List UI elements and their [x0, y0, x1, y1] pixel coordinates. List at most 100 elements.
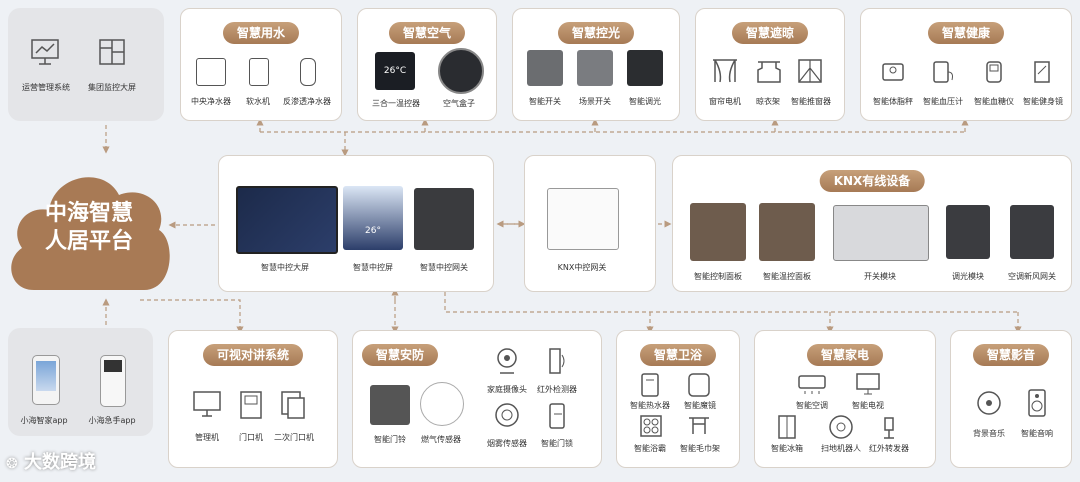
- door-unit-icon: [239, 390, 263, 424]
- smart-switch-icon: [527, 50, 563, 86]
- health-title: 智慧健康: [927, 22, 1005, 44]
- monitor-chart-icon: [30, 38, 60, 65]
- appliance-item-2: 智能冰箱: [771, 444, 803, 453]
- security-item-3: 红外检测器: [537, 385, 577, 394]
- app-label-1: 小海急手app: [88, 416, 136, 425]
- center-item-1: 智慧中控屏: [353, 263, 393, 272]
- secondary-door-unit-icon: [280, 390, 306, 424]
- security-item-1: 燃气传感器: [421, 435, 461, 444]
- dimming-module-icon: [946, 205, 990, 259]
- hvac-gateway-icon: [1010, 205, 1054, 259]
- knx-item-3: 调光模块: [952, 272, 984, 281]
- control-large-screen-icon: [236, 186, 338, 254]
- fitness-mirror-icon: [1032, 60, 1052, 88]
- appliance-item-1: 智能电视: [852, 401, 884, 410]
- security-item-0: 智能门铃: [374, 435, 406, 444]
- air-conditioner-icon: [797, 374, 827, 398]
- air-item-1: 空气盒子: [443, 99, 475, 108]
- center-item-0: 智慧中控大屏: [261, 263, 309, 272]
- intercom-item-2: 二次门口机: [274, 433, 314, 442]
- knx-item-4: 空调新风网关: [1008, 272, 1056, 281]
- platform-title: 中海智慧人居平台: [44, 201, 133, 254]
- thermo-panel-icon: [759, 203, 815, 261]
- health-item-2: 智能血糖仪: [974, 97, 1014, 106]
- ops-label-1: 集团监控大屏: [88, 83, 136, 92]
- shade-item-0: 窗帘电机: [709, 97, 741, 106]
- water-item-2: 反渗透净水器: [283, 97, 331, 106]
- scene-switch-icon: [577, 50, 613, 86]
- tv-icon: [855, 372, 881, 400]
- knx-title: KNX有线设备: [819, 170, 925, 192]
- security-title: 智慧安防: [361, 344, 439, 366]
- phone-app-icon-2: [100, 355, 126, 407]
- shade-title: 智慧遮晾: [731, 22, 809, 44]
- ir-blaster-icon: [879, 414, 899, 444]
- app-label-0: 小海智家app: [20, 416, 68, 425]
- water-item-0: 中央净水器: [191, 97, 231, 106]
- glucose-meter-icon: [982, 60, 1006, 88]
- water-heater-icon: [639, 372, 661, 402]
- bath-item-1: 智能魔镜: [684, 401, 716, 410]
- switch-module-icon: [833, 205, 929, 261]
- phone-app-icon: [32, 355, 60, 405]
- blood-pressure-icon: [930, 60, 954, 88]
- control-panel-icon: [690, 203, 746, 261]
- appliance-item-3: 扫地机器人: [821, 444, 861, 453]
- water-title: 智慧用水: [222, 22, 300, 44]
- grid-screen-icon: [98, 38, 126, 66]
- intercom-item-0: 管理机: [195, 433, 219, 442]
- shade-item-1: 晾衣架: [756, 97, 780, 106]
- health-item-3: 智能健身镜: [1023, 97, 1063, 106]
- watermark: ❂ 大数跨境: [6, 452, 97, 473]
- ro-purifier-icon: [300, 58, 316, 86]
- water-purifier-icon: [196, 58, 226, 86]
- curtain-icon: [712, 58, 738, 88]
- fridge-icon: [777, 414, 797, 444]
- air-item-0: 三合一温控器: [372, 99, 420, 108]
- appliance-title: 智慧家电: [806, 344, 884, 366]
- light-item-2: 智能调光: [629, 97, 661, 106]
- security-item-5: 智能门锁: [541, 439, 573, 448]
- towel-rack-icon: [687, 414, 711, 442]
- av-title: 智慧影音: [972, 344, 1050, 366]
- speaker-icon: [1026, 388, 1048, 422]
- knx-gateway-icon: [547, 188, 619, 250]
- control-screen-icon: 26°: [343, 186, 403, 250]
- doorbell-icon: [370, 385, 410, 425]
- music-disc-icon: [976, 390, 1002, 420]
- cloud-platform: [4, 150, 176, 300]
- av-item-1: 智能音响: [1021, 429, 1053, 438]
- manager-unit-icon: [192, 390, 222, 424]
- scale-icon: [881, 60, 905, 88]
- soft-water-icon: [249, 58, 269, 86]
- infrared-detector-icon: [546, 347, 568, 379]
- window-opener-icon: [797, 58, 823, 88]
- intercom-title: 可视对讲系统: [202, 344, 304, 366]
- knx-gateway-label: KNX中控网关: [557, 263, 607, 272]
- appliance-item-0: 智能空调: [796, 401, 828, 410]
- ops-panel: [8, 8, 164, 121]
- logo-icon: ❂: [6, 456, 18, 472]
- hanger-icon: [756, 58, 782, 88]
- air-box-icon: [438, 48, 484, 94]
- health-item-0: 智能体脂秤: [873, 97, 913, 106]
- smart-mirror-icon: [687, 372, 711, 402]
- gas-sensor-icon: [420, 382, 464, 426]
- appliance-item-4: 红外转发器: [869, 444, 909, 453]
- light-item-1: 场景开关: [579, 97, 611, 106]
- smoke-sensor-icon: [494, 402, 520, 432]
- control-gateway-icon: [414, 188, 474, 250]
- shade-item-2: 智能推窗器: [791, 97, 831, 106]
- robot-vacuum-icon: [828, 414, 854, 444]
- knx-item-1: 智能温控面板: [763, 272, 811, 281]
- security-item-2: 家庭摄像头: [487, 385, 527, 394]
- bath-item-3: 智能毛巾架: [680, 444, 720, 453]
- air-title: 智慧空气: [388, 22, 466, 44]
- intercom-item-1: 门口机: [239, 433, 263, 442]
- av-item-0: 背景音乐: [973, 429, 1005, 438]
- thermostat-icon: 26°C: [375, 52, 415, 90]
- bath-item-0: 智能热水器: [630, 401, 670, 410]
- water-item-1: 软水机: [246, 97, 270, 106]
- dimmer-icon: [627, 50, 663, 86]
